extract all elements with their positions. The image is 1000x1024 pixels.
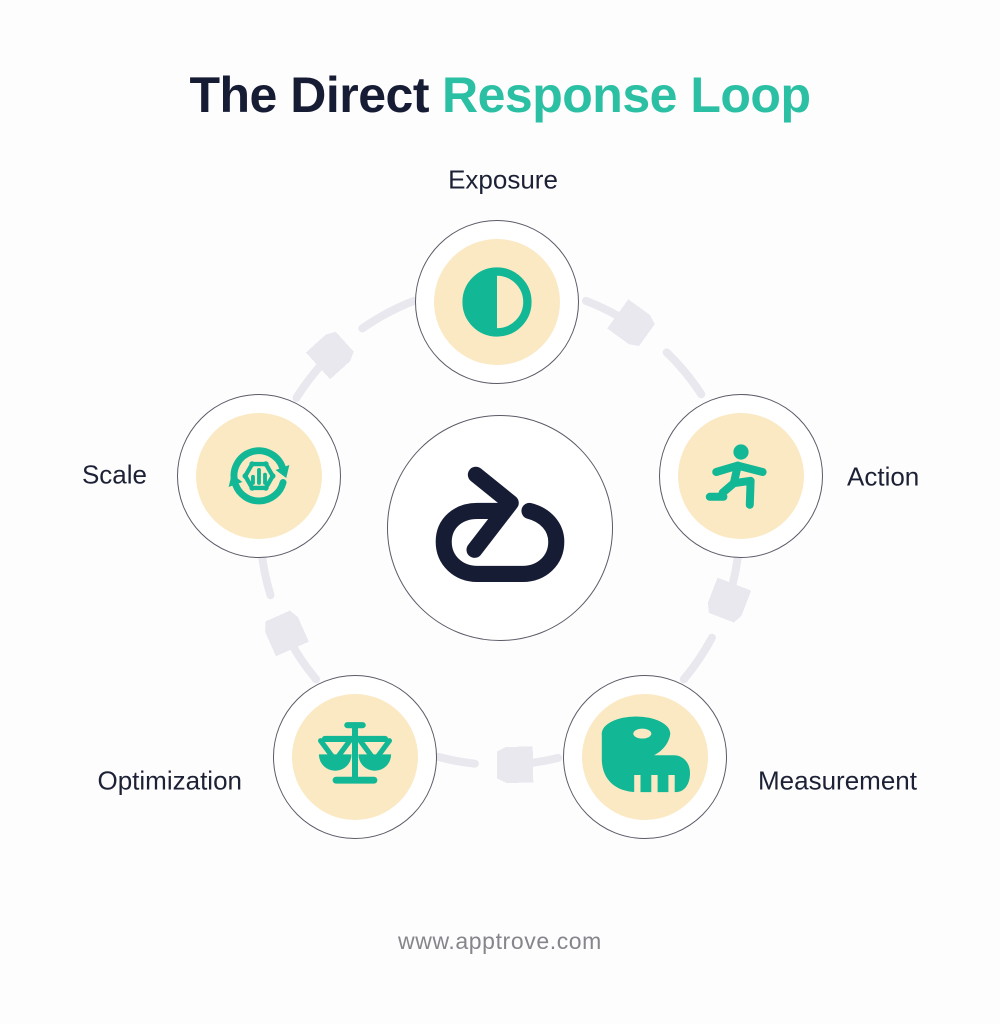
arc-exposure-to-action-head [582,296,641,331]
node-exposure [415,220,579,384]
center-hub [387,415,613,641]
node-action-label: Action [847,461,920,492]
title-prefix: The Direct [189,67,429,123]
node-optimization-label: Optimization [97,765,243,796]
arc-action-to-measurement-tail [679,633,716,684]
runner-icon [705,444,767,509]
node-exposure-background [434,239,560,365]
balance-scale-icon [318,722,392,784]
node-action [659,394,823,558]
node-optimization-background [292,694,418,820]
arc-measurement-to-optimization-tail [433,752,479,768]
node-exposure-label: Exposure [448,164,558,195]
sync-gear-icon [228,447,290,505]
arc-scale-to-exposure-tail [358,296,418,333]
node-measurement-background [582,694,708,820]
node-measurement [563,675,727,839]
node-scale-label: Scale [81,459,147,490]
arc-measurement-to-optimization-head [504,758,563,765]
node-measurement-label: Measurement [758,765,917,796]
loop-arrow-icon [435,466,565,582]
contrast-icon [462,267,532,337]
arc-action-to-measurement-head [724,554,738,611]
tape-measure-icon [601,716,690,795]
arc-scale-to-exposure-head [292,347,340,402]
node-action-background [678,413,804,539]
node-scale-background [196,413,322,539]
node-scale [177,394,341,558]
arc-exposure-to-action-tail [662,348,706,399]
title-highlight: Response Loop [441,67,811,123]
arc-optimization-to-scale-head [281,623,321,684]
node-optimization [273,675,437,839]
website-url: www.apptrove.com [398,928,602,954]
